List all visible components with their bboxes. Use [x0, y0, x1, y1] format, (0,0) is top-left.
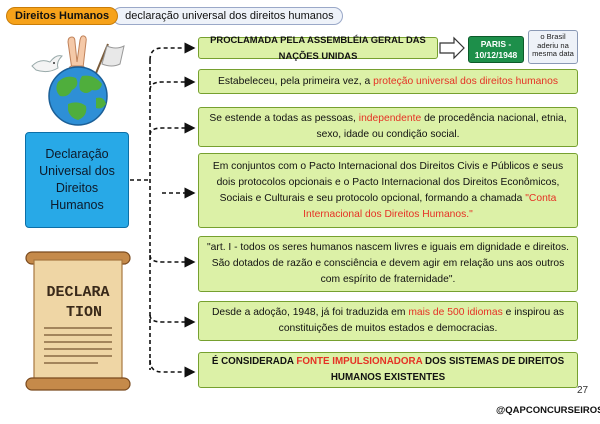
fact-text: Se estende a todas as pessoas, independe…	[203, 111, 573, 143]
central-line-3: Direitos Humanos	[50, 181, 104, 212]
scroll-line-2: TION	[66, 304, 102, 321]
globe-icon	[31, 35, 125, 126]
highlight-text: independente	[358, 113, 422, 124]
scroll-line-1: DECLARA	[46, 284, 109, 301]
fact-box-article-one: "art. I - todos os seres humanos nascem …	[198, 236, 578, 292]
fact-box-driving-source: É CONSIDERADA FONTE IMPULSIONADORA DOS S…	[198, 352, 578, 388]
central-udhr-box: Declaração Universal dos Direitos Humano…	[25, 132, 129, 228]
page-number: 27	[577, 385, 589, 396]
fact-text-part: e inspirou as constituições de muitos es…	[278, 307, 565, 334]
highlight-text: "Conta Internacional dos Direitos Humano…	[303, 192, 557, 220]
fact-text: "art. I - todos os seres humanos nascem …	[203, 240, 573, 288]
fact-box-proclamation: PROCLAMADA PELA ASSEMBLÉIA GERAL DAS NAÇ…	[198, 34, 438, 61]
brasil-line-1: o Brasil	[540, 32, 566, 41]
central-udhr-label: Declaração Universal dos Direitos Humano…	[30, 146, 124, 214]
central-line-1: Declaração	[45, 147, 109, 161]
fact-text-part: Se estende a todas as pessoas,	[209, 113, 359, 124]
header: Direitos Humanos declaração universal do…	[6, 7, 343, 25]
fact-text: PROCLAMADA PELA ASSEMBLÉIA GERAL DAS NAÇ…	[203, 32, 433, 64]
fact-text-part: Desde a adoção, 1948, já foi traduzida e…	[211, 307, 409, 318]
brasil-note-box: o Brasil aderiu na mesma data	[528, 30, 578, 64]
paris-date-box: PARIS - 10/12/1948	[468, 36, 524, 63]
fact-box-universal-protection: Estabeleceu, pela primeira vez, a proteç…	[198, 69, 578, 94]
fact-box-extends-to-all: Se estende a todas as pessoas, independe…	[198, 107, 578, 147]
brasil-line-2: aderiu na	[537, 40, 569, 50]
header-title: Direitos Humanos	[6, 7, 119, 25]
fact-text: É CONSIDERADA FONTE IMPULSIONADORA DOS S…	[203, 354, 573, 386]
highlight-text: proteção universal dos direitos humanos	[373, 75, 558, 87]
fact-text: Desde a adoção, 1948, já foi traduzida e…	[203, 305, 573, 337]
scroll-icon: DECLARA TION	[25, 251, 131, 391]
paris-date: 10/12/1948	[474, 50, 518, 60]
fact-text-part: PROCLAMADA PELA ASSEMBLÉIA GERAL DAS NAÇ…	[210, 34, 426, 61]
arrow-right-icon	[439, 36, 465, 60]
central-line-2: Universal dos	[39, 164, 115, 178]
dove-icon	[31, 55, 63, 73]
fact-text-part: Em conjuntos com o Pacto Internacional d…	[212, 160, 564, 204]
brasil-line-3: mesma data	[532, 49, 574, 58]
fact-text-part: "art. I - todos os seres humanos nascem …	[207, 242, 569, 285]
fact-text: Estabeleceu, pela primeira vez, a proteç…	[218, 74, 558, 90]
fact-box-international-pacts: Em conjuntos com o Pacto Internacional d…	[198, 153, 578, 228]
fact-text-part: Estabeleceu, pela primeira vez, a	[218, 75, 374, 87]
highlight-text: mais de 500 idiomas	[408, 307, 503, 318]
flag-icon	[93, 43, 125, 79]
header-subtitle: declaração universal dos direitos humano…	[112, 7, 343, 25]
highlight-text: FONTE IMPULSIONADORA	[296, 356, 423, 367]
fact-text-part: É CONSIDERADA	[211, 356, 297, 367]
fact-text-part: de procedência nacional, etnia, sexo, id…	[316, 113, 567, 140]
author-handle: @QAPCONCURSEIROS	[496, 405, 600, 416]
fact-text: Em conjuntos com o Pacto Internacional d…	[203, 159, 573, 223]
fact-text-part: DOS SISTEMAS DE DIREITOS HUMANOS EXISTEN…	[330, 356, 565, 383]
paris-label: PARIS -	[480, 39, 512, 49]
fact-box-translations: Desde a adoção, 1948, já foi traduzida e…	[198, 301, 578, 341]
